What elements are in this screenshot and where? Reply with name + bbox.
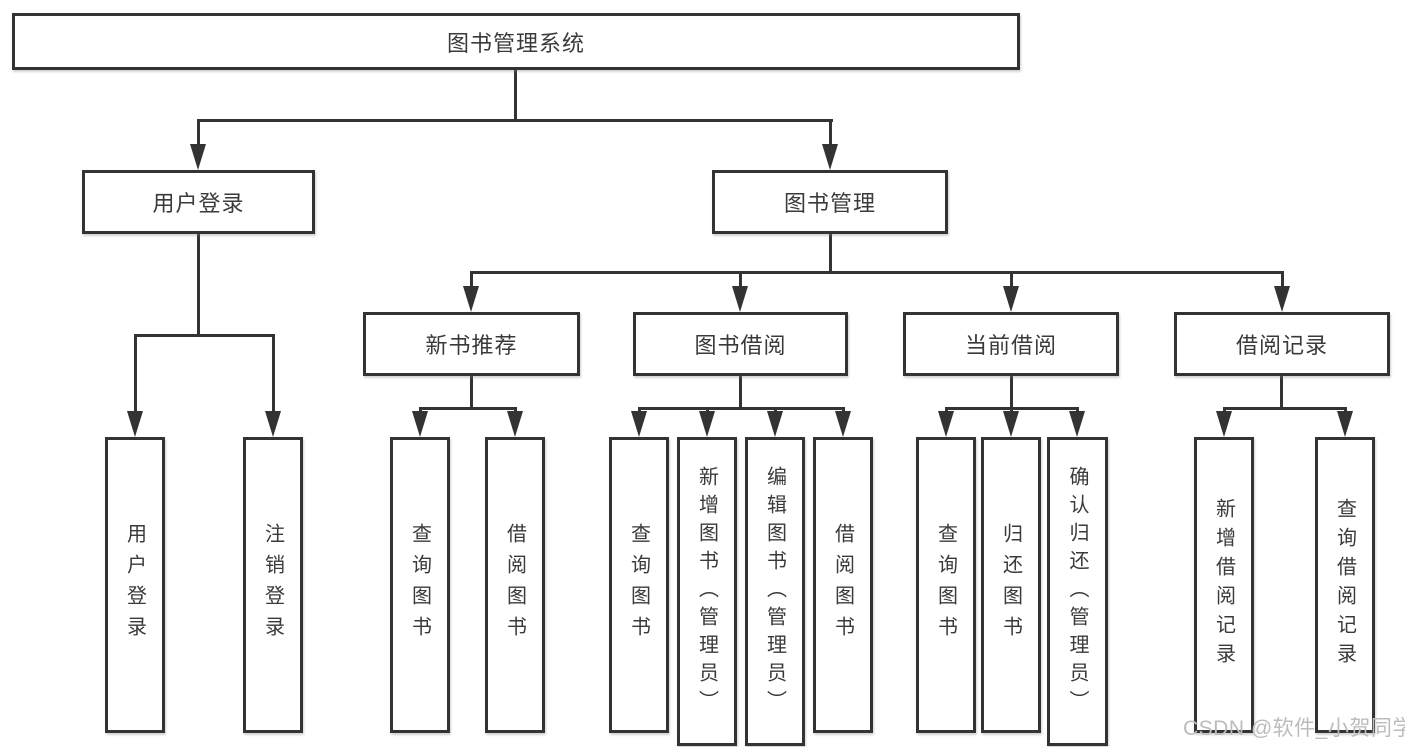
arrowhead-icon bbox=[938, 411, 954, 437]
arrowhead-icon bbox=[732, 286, 748, 312]
connector-line bbox=[842, 407, 845, 413]
arrowhead-icon bbox=[835, 411, 851, 437]
connector-line bbox=[1010, 376, 1013, 410]
leaf-borrowing-query-books: 查询图书 bbox=[609, 437, 669, 733]
arrowhead-icon bbox=[1274, 286, 1290, 312]
connector-line bbox=[638, 407, 641, 413]
node-book-management: 图书管理 bbox=[712, 170, 948, 234]
node-borrowing-records: 借阅记录 bbox=[1174, 312, 1390, 376]
node-new-book-recommendation: 新书推荐 bbox=[363, 312, 580, 376]
arrowhead-icon bbox=[1003, 286, 1019, 312]
arrowhead-icon bbox=[1216, 411, 1232, 437]
leaf-newbook-borrow-books: 借阅图书 bbox=[485, 437, 545, 733]
connector-line bbox=[1281, 271, 1284, 288]
connector-line bbox=[829, 234, 832, 274]
leaf-add-borrow-record: 新增借阅记录 bbox=[1194, 437, 1254, 733]
connector-line bbox=[197, 119, 200, 146]
connector-line bbox=[272, 334, 275, 413]
node-book-borrowing: 图书借阅 bbox=[633, 312, 848, 376]
leaf-newbook-query-books: 查询图书 bbox=[390, 437, 450, 733]
connector-line bbox=[514, 407, 517, 413]
connector-line bbox=[1223, 407, 1347, 410]
connector-line bbox=[470, 271, 1283, 274]
node-current-borrowing: 当前借阅 bbox=[903, 312, 1119, 376]
arrowhead-icon bbox=[631, 411, 647, 437]
connector-line bbox=[514, 70, 517, 122]
leaf-return-books: 归还图书 bbox=[981, 437, 1041, 733]
arrowhead-icon bbox=[463, 286, 479, 312]
leaf-edit-books-admin: 编辑图书（管理员） bbox=[745, 437, 805, 746]
arrowhead-icon bbox=[127, 411, 143, 437]
arrowhead-icon bbox=[1337, 411, 1353, 437]
arrowhead-icon bbox=[699, 411, 715, 437]
connector-line bbox=[638, 407, 845, 410]
connector-line bbox=[197, 119, 833, 122]
arrowhead-icon bbox=[822, 144, 838, 170]
arrowhead-icon bbox=[1069, 411, 1085, 437]
arrowhead-icon bbox=[265, 411, 281, 437]
connector-line bbox=[1344, 407, 1347, 413]
connector-line bbox=[739, 376, 742, 410]
connector-line bbox=[829, 119, 832, 146]
connector-line bbox=[470, 376, 473, 410]
connector-line bbox=[419, 407, 422, 413]
connector-line bbox=[739, 271, 742, 288]
connector-line bbox=[134, 334, 137, 413]
connector-line bbox=[1280, 376, 1283, 410]
arrowhead-icon bbox=[507, 411, 523, 437]
arrowhead-icon bbox=[412, 411, 428, 437]
arrowhead-icon bbox=[767, 411, 783, 437]
connector-line bbox=[134, 334, 275, 337]
connector-line bbox=[470, 271, 473, 288]
connector-line bbox=[1010, 271, 1013, 288]
csdn-watermark: CSDN @软件_小贺同学 bbox=[1183, 717, 1405, 740]
node-user-login: 用户登录 bbox=[82, 170, 315, 234]
leaf-add-books-admin: 新增图书（管理员） bbox=[677, 437, 737, 746]
leaf-query-borrow-record: 查询借阅记录 bbox=[1315, 437, 1375, 733]
connector-line bbox=[1076, 407, 1079, 413]
connector-line bbox=[774, 407, 777, 413]
arrowhead-icon bbox=[1003, 411, 1019, 437]
leaf-borrowing-borrow-books: 借阅图书 bbox=[813, 437, 873, 733]
leaf-current-query-books: 查询图书 bbox=[916, 437, 976, 733]
leaf-confirm-return-admin: 确认归还（管理员） bbox=[1047, 437, 1108, 746]
leaf-user-login: 用户登录 bbox=[105, 437, 165, 733]
node-library-management-system: 图书管理系统 bbox=[12, 13, 1020, 70]
connector-line bbox=[1223, 407, 1226, 413]
connector-line bbox=[706, 407, 709, 413]
connector-line bbox=[945, 407, 948, 413]
connector-line bbox=[1010, 407, 1013, 413]
connector-line bbox=[419, 407, 517, 410]
connector-line bbox=[197, 234, 200, 337]
leaf-logout-login: 注销登录 bbox=[243, 437, 303, 733]
arrowhead-icon bbox=[190, 144, 206, 170]
